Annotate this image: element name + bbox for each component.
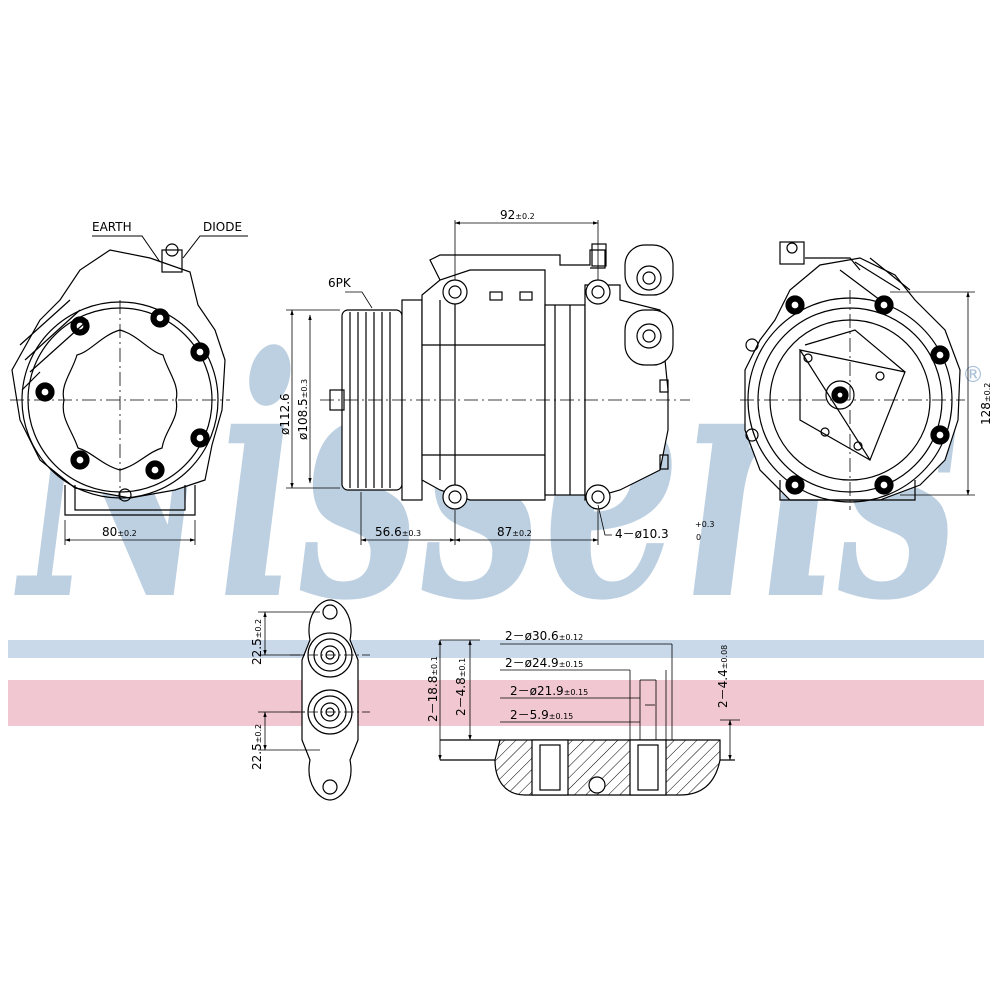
right-view <box>740 241 965 510</box>
port-d1-dim: 2－ø30.6±0.12 <box>505 629 583 643</box>
pulley-offset-dim: 56.6±0.3 <box>375 525 421 539</box>
depth-1-dim: 2－18.8±0.1 <box>426 656 440 722</box>
depth-3-dim: 2－4.4±0.08 <box>716 645 730 708</box>
pk-label: 6PK <box>328 276 352 290</box>
port-d3-dim: 2－ø21.9±0.15 <box>510 684 588 698</box>
port-d4-dim: 2－5.9±0.15 <box>510 708 573 722</box>
diode-label: DIODE <box>203 220 242 234</box>
holes-tol-plus: +0.3 <box>695 520 714 529</box>
earth-leader <box>92 235 161 263</box>
depth-2-dim: 2－4.8±0.1 <box>454 658 468 716</box>
top-mount-dim: 92±0.2 <box>500 208 535 222</box>
port-pitch-2-dim: 22.5±0.2 <box>250 724 264 770</box>
width-left-dim: 80±0.2 <box>102 525 137 539</box>
port-section-view <box>440 739 735 796</box>
holes-tol-minus: 0 <box>696 533 701 542</box>
port-d2-dim: 2－ø24.9±0.15 <box>505 656 583 670</box>
diode-leader <box>182 235 248 259</box>
watermark-band-blue <box>8 640 984 658</box>
dia-outer-dim: ø112.6 <box>278 393 292 435</box>
dia-pulley-dim: ø108.5±0.3 <box>296 379 310 440</box>
left-view <box>10 243 230 516</box>
earth-label: EARTH <box>92 220 132 234</box>
height-right-dim: 128±0.2 <box>979 383 993 425</box>
holes-dim: 4－ø10.3 <box>615 527 669 541</box>
port-pitch-1-dim: 22.5±0.2 <box>250 619 264 665</box>
watermark-band-pink <box>8 680 984 726</box>
mount-spacing-dim: 87±0.2 <box>497 525 532 539</box>
port-leaders <box>438 639 740 761</box>
watermark-registered-mark: ® <box>962 363 984 388</box>
center-view <box>320 243 690 510</box>
